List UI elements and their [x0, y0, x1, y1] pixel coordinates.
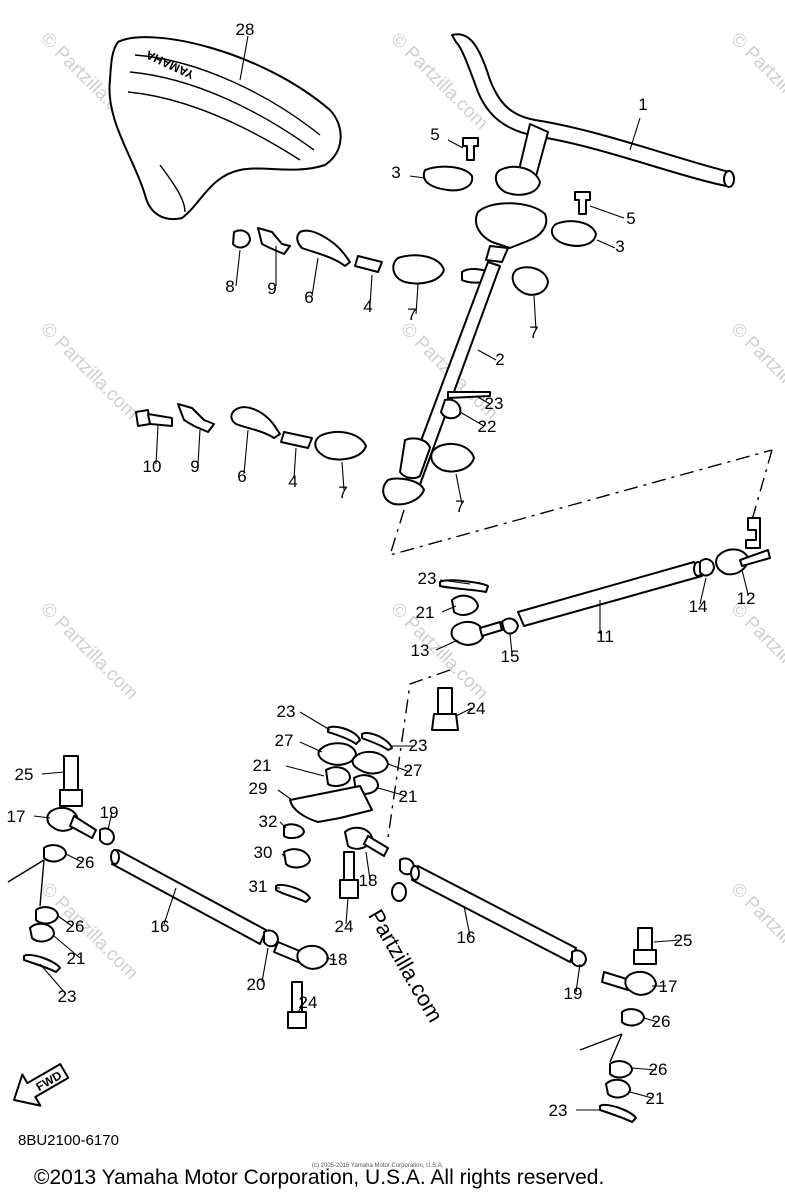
callout-27: 27 — [404, 761, 423, 780]
callout-16: 16 — [457, 928, 476, 947]
callout-5: 5 — [626, 209, 635, 228]
callout-24: 24 — [335, 917, 354, 936]
assembly-leader-lines — [387, 449, 773, 839]
callout-9: 9 — [190, 457, 199, 476]
callout-16: 16 — [151, 917, 170, 936]
callout-32: 32 — [259, 812, 278, 831]
callout-3: 3 — [391, 163, 400, 182]
callout-18: 18 — [329, 950, 348, 969]
callout-19: 19 — [100, 803, 119, 822]
callout-23: 23 — [549, 1101, 568, 1120]
callout-8: 8 — [225, 277, 234, 296]
callout-21: 21 — [416, 603, 435, 622]
callout-25: 25 — [674, 931, 693, 950]
column-holder-parts — [135, 227, 549, 473]
callout-7: 7 — [338, 483, 347, 502]
callout-7: 7 — [529, 323, 538, 342]
callout-18: 18 — [359, 871, 378, 890]
callout-23: 23 — [277, 702, 296, 721]
handlebar-holder-parts — [422, 137, 597, 247]
watermark: © Partzilla.com — [726, 319, 785, 424]
right-tie-rod-parts — [391, 857, 657, 1123]
callout-30: 30 — [254, 843, 273, 862]
upper-tie-rod-parts — [439, 517, 771, 646]
tiny-copyright: (c) 2005-2016 Yamaha Motor Corporation, … — [312, 1163, 444, 1169]
callout-25: 25 — [15, 765, 34, 784]
callout-7: 7 — [455, 497, 464, 516]
callout-9: 9 — [267, 279, 276, 298]
callout-3: 3 — [615, 237, 624, 256]
diagram-code: 8BU2100-6170 — [18, 1132, 119, 1149]
callout-17: 17 — [7, 807, 26, 826]
callout-24: 24 — [299, 993, 318, 1012]
watermark: © Partzilla.com — [726, 29, 785, 134]
callout-4: 4 — [363, 297, 372, 316]
center-arm-parts — [275, 687, 459, 903]
callout-1: 1 — [638, 95, 647, 114]
callout-15: 15 — [501, 647, 520, 666]
callout-11: 11 — [596, 627, 614, 646]
callout-28: 28 — [236, 20, 255, 39]
copyright-notice: ©2013 Yamaha Motor Corporation, U.S.A. A… — [34, 1166, 605, 1189]
callout-10: 10 — [143, 457, 162, 476]
left-tie-rod-parts — [7, 755, 329, 1029]
callout-24: 24 — [467, 699, 486, 718]
callout-31: 31 — [249, 877, 268, 896]
callout-5: 5 — [430, 125, 439, 144]
callout-23: 23 — [58, 987, 77, 1006]
callout-29: 29 — [249, 779, 268, 798]
steering-column-part — [382, 202, 548, 506]
watermark: © Partzilla.com — [726, 879, 785, 984]
callout-22: 22 — [478, 417, 497, 436]
forward-arrow-icon: FWD — [13, 1063, 70, 1107]
callout-19: 19 — [564, 984, 583, 1003]
callout-21: 21 — [67, 949, 86, 968]
watermark: © Partzilla.com — [726, 599, 785, 704]
callout-12: 12 — [737, 589, 756, 608]
callout-14: 14 — [689, 597, 708, 616]
callout-26: 26 — [76, 853, 95, 872]
callout-7: 7 — [407, 305, 416, 324]
callout-23: 23 — [485, 394, 504, 413]
callout-6: 6 — [304, 288, 313, 307]
callout-21: 21 — [646, 1089, 665, 1108]
callout-21: 21 — [399, 787, 418, 806]
callout-21: 21 — [253, 756, 272, 775]
callout-leader-lines — [33, 35, 749, 1111]
callout-6: 6 — [237, 467, 246, 486]
callout-23: 23 — [418, 569, 437, 588]
watermark: © Partzilla.com — [36, 319, 141, 424]
callout-20: 20 — [247, 975, 266, 994]
callout-13: 13 — [411, 641, 430, 660]
callout-26: 26 — [649, 1060, 668, 1079]
callout-23: 23 — [409, 736, 428, 755]
seat-part: YAMAHA — [108, 36, 342, 220]
callout-27: 27 — [275, 731, 294, 750]
callout-4: 4 — [288, 472, 297, 491]
callout-26: 26 — [652, 1012, 671, 1031]
callout-17: 17 — [659, 977, 678, 996]
callout-2: 2 — [495, 350, 504, 369]
handlebar-part — [451, 33, 735, 196]
watermark: © Partzilla.com — [36, 599, 141, 704]
callout-26: 26 — [66, 917, 85, 936]
